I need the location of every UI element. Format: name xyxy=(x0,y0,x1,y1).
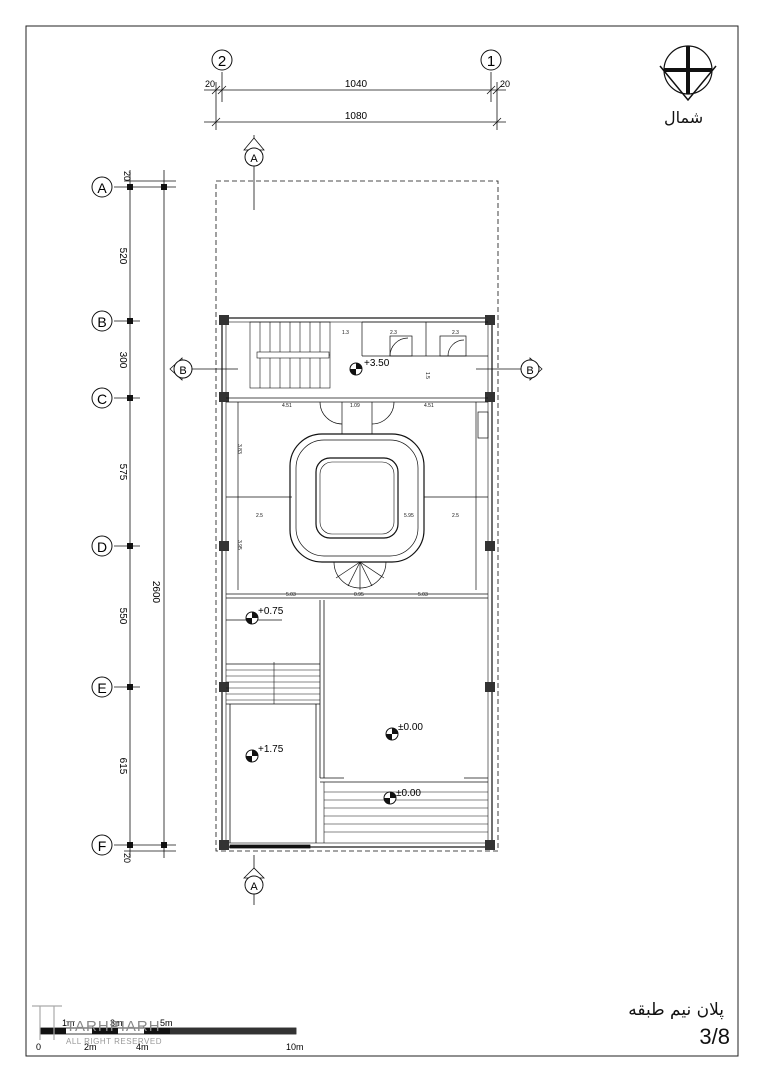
section-marker-a-bottom xyxy=(243,855,265,905)
logo-subtitle: ALL RIGHT RESERVED xyxy=(66,1037,162,1046)
dim-seg-575: 575 xyxy=(117,464,128,481)
top-dimension-lines xyxy=(204,72,506,130)
dim-seg-300: 300 xyxy=(117,352,128,369)
grid-label-C: C xyxy=(97,391,107,407)
svg-text:1.3: 1.3 xyxy=(342,330,349,336)
level-label-0-75: +0.75 xyxy=(258,606,284,617)
svg-text:2.3: 2.3 xyxy=(390,330,397,336)
logo-name: TARHPIARH xyxy=(66,1018,161,1035)
scale-label-10m: 10m xyxy=(286,1042,304,1052)
dim-left-edge: 20 xyxy=(205,79,215,89)
side-dimension-ticks xyxy=(127,184,167,848)
grid-label-D: D xyxy=(97,539,107,555)
section-marker-b-left xyxy=(169,357,238,381)
dim-seg-550: 550 xyxy=(117,608,128,625)
sheet-border xyxy=(25,25,739,1057)
top-rooms xyxy=(361,321,488,357)
scale-label-3m: 3m xyxy=(110,1018,123,1028)
svg-text:0.95: 0.95 xyxy=(354,592,364,598)
grid-label-B: B xyxy=(97,314,106,330)
section-marker-b-right xyxy=(476,357,543,381)
svg-text:3.95: 3.95 xyxy=(236,540,242,550)
svg-text:3.83: 3.83 xyxy=(236,444,242,454)
svg-text:5.03: 5.03 xyxy=(418,592,428,598)
level-label-0-00-b: ±0.00 xyxy=(396,788,421,799)
lower-left-stairs xyxy=(226,662,320,704)
level-label-0-00-a: ±0.00 xyxy=(398,722,423,733)
dim-seg-520: 520 xyxy=(117,248,128,265)
plan-outline xyxy=(215,180,499,852)
central-void xyxy=(289,433,425,563)
drawing-title: پلان نیم طبقه xyxy=(628,1000,724,1020)
grid-label-2: 2 xyxy=(218,53,226,70)
level-label-1-75: +1.75 xyxy=(258,744,284,755)
spiral-stair xyxy=(333,561,387,590)
scale-label-2m: 2m xyxy=(84,1042,97,1052)
dim-overall: 1080 xyxy=(345,111,368,122)
dim-right-edge: 20 xyxy=(500,79,510,89)
dim-side-bottom-edge: 20 xyxy=(122,853,132,863)
lower-right-stairs xyxy=(323,782,488,843)
dim-side-overall: 2600 xyxy=(150,581,161,604)
dim-inner: 1040 xyxy=(345,79,368,90)
top-staircase xyxy=(249,321,331,389)
level-label-3-50: +3.50 xyxy=(364,358,390,369)
svg-text:5.95: 5.95 xyxy=(404,513,414,519)
svg-text:4.51: 4.51 xyxy=(424,403,434,409)
section-label-b-left: B xyxy=(179,365,186,377)
internal-dim-labels: 1.3 2.3 2.3 1.5 4.51 1.09 4.51 3.83 2.5 … xyxy=(236,330,459,598)
section-label-a-bottom: A xyxy=(250,881,258,893)
north-arrow-icon xyxy=(659,45,717,102)
section-marker-a-top xyxy=(243,135,265,210)
grid-label-F: F xyxy=(98,838,107,854)
svg-text:2.3: 2.3 xyxy=(452,330,459,336)
middle-partitions xyxy=(226,397,489,599)
scale-label-1m: 1m xyxy=(62,1018,75,1028)
grid-bubble-1 xyxy=(480,49,502,71)
dim-side-top-edge: 20 xyxy=(122,171,132,181)
svg-text:5.03: 5.03 xyxy=(286,592,296,598)
section-label-a-top: A xyxy=(250,153,258,165)
svg-text:2.5: 2.5 xyxy=(452,513,459,519)
svg-text:1.5: 1.5 xyxy=(424,372,430,379)
north-label: شمال xyxy=(664,108,704,127)
logo-icon xyxy=(32,1005,62,1040)
scale-label-0: 0 xyxy=(36,1042,41,1052)
side-dimension-lines xyxy=(114,170,176,858)
svg-text:2.5: 2.5 xyxy=(256,513,263,519)
svg-text:4.51: 4.51 xyxy=(282,403,292,409)
structural-columns xyxy=(219,315,495,850)
grid-label-E: E xyxy=(97,680,106,696)
scale-label-4m: 4m xyxy=(136,1042,149,1052)
grid-label-1: 1 xyxy=(487,53,495,70)
svg-text:1.09: 1.09 xyxy=(350,403,360,409)
dim-seg-615: 615 xyxy=(117,758,128,775)
grid-label-A: A xyxy=(97,180,107,196)
grid-bubble-2 xyxy=(211,49,233,71)
sheet-number: 3/8 xyxy=(699,1024,730,1049)
level-marker-icons xyxy=(245,362,399,805)
lower-partitions xyxy=(226,600,488,849)
grid-bubbles-side xyxy=(91,176,113,856)
scale-label-5m: 5m xyxy=(160,1018,173,1028)
section-label-b-right: B xyxy=(526,365,533,377)
